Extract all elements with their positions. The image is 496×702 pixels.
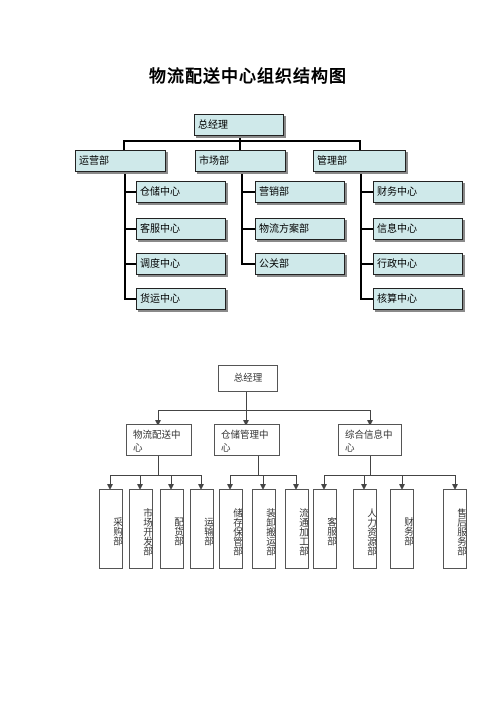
connector — [370, 410, 371, 422]
sub-node: 营销部 — [255, 181, 345, 203]
arrow-down-icon — [293, 484, 299, 490]
sub-department-node: 储存保管部 — [219, 489, 243, 569]
connector — [241, 228, 255, 230]
sub-department-node: 配货部 — [160, 489, 184, 569]
connector — [241, 263, 255, 265]
sub-department-node: 财务部 — [390, 489, 414, 569]
arrow-down-icon — [243, 420, 249, 426]
arrow-down-icon — [107, 484, 113, 490]
connector — [171, 475, 172, 485]
connector — [241, 172, 243, 265]
connector — [140, 475, 141, 485]
connector — [110, 475, 111, 485]
arrow-down-icon — [399, 484, 405, 490]
sub-department-node: 人力资源部 — [353, 489, 377, 569]
arrow-down-icon — [452, 484, 458, 490]
sub-department-node: 装卸搬运部 — [252, 489, 276, 569]
sub-department-node: 流通加工部 — [285, 489, 309, 569]
connector — [123, 140, 125, 150]
arrow-down-icon — [227, 484, 233, 490]
connector — [246, 392, 247, 410]
sub-node: 公关部 — [255, 253, 345, 275]
sub-department-node: 运输部 — [190, 489, 214, 569]
arrow-down-icon — [155, 420, 161, 426]
connector — [263, 475, 264, 485]
sub-node: 行政中心 — [373, 253, 463, 275]
connector — [324, 475, 455, 476]
connector — [239, 140, 241, 150]
root-node: 总经理 — [218, 365, 278, 392]
connector — [359, 140, 361, 150]
sub-node: 调度中心 — [136, 253, 226, 275]
connector — [360, 191, 373, 193]
root-node: 总经理 — [194, 114, 284, 136]
connector — [455, 475, 456, 485]
connector — [158, 410, 159, 422]
connector — [241, 191, 255, 193]
sub-department-node: 售后服务部 — [443, 489, 467, 569]
connector — [360, 263, 373, 265]
sub-department-node: 客服部 — [313, 489, 337, 569]
sub-node: 客服中心 — [136, 218, 226, 240]
connector — [296, 475, 297, 485]
connector — [124, 228, 136, 230]
arrow-down-icon — [198, 484, 204, 490]
connector — [124, 172, 126, 299]
arrow-down-icon — [361, 484, 367, 490]
page-title: 物流配送中心组织结构图 — [149, 67, 347, 87]
connector — [360, 172, 362, 299]
connector — [324, 475, 325, 485]
sub-node: 货运中心 — [136, 288, 226, 310]
connector — [360, 298, 373, 300]
connector — [360, 228, 373, 230]
center-node: 仓储管理中心 — [214, 424, 280, 456]
arrow-down-icon — [168, 484, 174, 490]
connector — [370, 456, 371, 475]
arrow-down-icon — [137, 484, 143, 490]
connector — [246, 410, 247, 422]
connector — [201, 475, 202, 485]
connector — [402, 475, 403, 485]
connector — [364, 475, 365, 485]
connector — [230, 475, 231, 485]
connector — [258, 456, 259, 475]
department-node: 管理部 — [313, 150, 406, 172]
center-node: 物流配送中心 — [126, 424, 192, 456]
sub-node: 仓储中心 — [136, 181, 226, 203]
sub-node: 核算中心 — [373, 288, 463, 310]
connector — [124, 263, 136, 265]
department-node: 运营部 — [75, 150, 166, 172]
arrow-down-icon — [367, 420, 373, 426]
arrow-down-icon — [260, 484, 266, 490]
connector — [124, 191, 136, 193]
connector — [123, 140, 361, 142]
sub-department-node: 市场开发部 — [129, 489, 153, 569]
connector — [158, 456, 159, 475]
sub-node: 财务中心 — [373, 181, 463, 203]
connector — [124, 298, 136, 300]
department-node: 市场部 — [195, 150, 286, 172]
sub-node: 物流方案部 — [255, 218, 345, 240]
center-node: 综合信息中心 — [338, 424, 402, 456]
arrow-down-icon — [321, 484, 327, 490]
sub-node: 信息中心 — [373, 218, 463, 240]
connector — [239, 137, 241, 141]
connector — [158, 410, 370, 411]
sub-department-node: 采购部 — [99, 489, 123, 569]
connector — [110, 475, 202, 476]
